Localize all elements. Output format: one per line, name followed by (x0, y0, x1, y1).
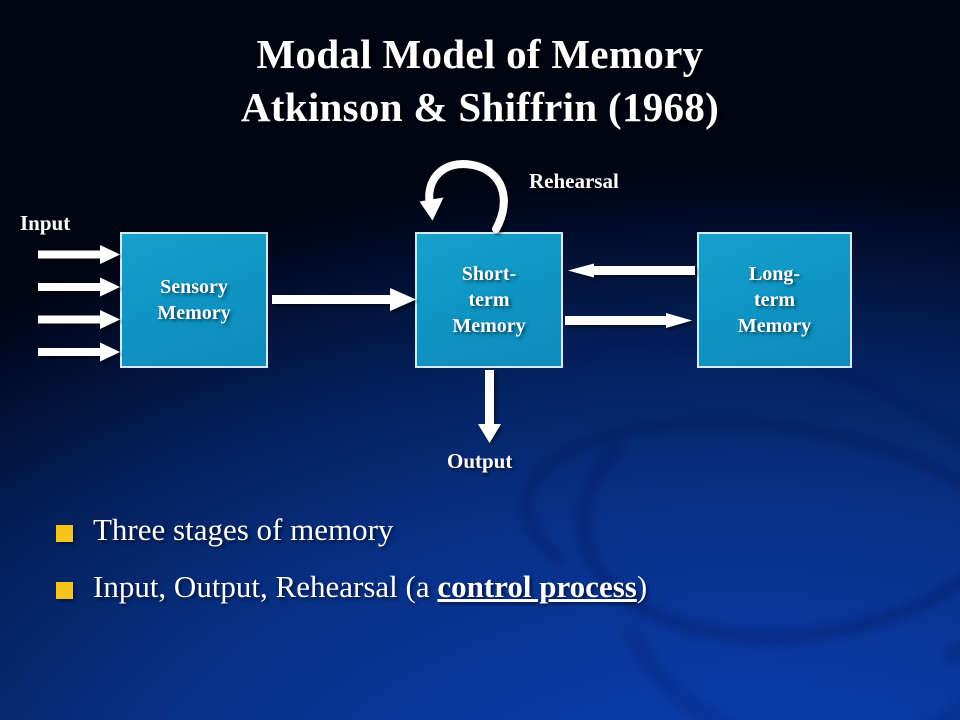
bullet-list: Three stages of memory Input, Output, Re… (56, 512, 936, 625)
bullet-square-icon (56, 581, 73, 599)
bullet-item-1: Three stages of memory (56, 512, 936, 549)
long-term-memory-line-1: Long- (748, 263, 801, 285)
title-line-1: Modal Model of Memory (256, 31, 704, 77)
bullet-item-1-label: Three stages of memory (93, 512, 394, 547)
sensory-memory-line-2: Memory (157, 302, 231, 324)
arrow-short-term-to-long-term (565, 313, 692, 328)
arrow-long-term-to-short-term (568, 263, 695, 278)
bullet-item-2-suffix: ) (636, 568, 648, 604)
bullet-item-2-emphasis: control process (437, 568, 637, 604)
bullet-item-2: Input, Output, Rehearsal (a control proc… (56, 569, 936, 606)
bullet-item-2-text: Input, Output, Rehearsal (a control proc… (93, 569, 647, 606)
input-arrow-3 (38, 310, 120, 329)
label-rehearsal: Rehearsal (529, 169, 619, 193)
input-arrow-1 (38, 245, 120, 264)
diagram-box-sensory-memory[interactable]: Sensory Memory (120, 232, 268, 368)
bullet-item-1-text: Three stages of memory (93, 512, 393, 549)
short-term-memory-label: Short- term Memory (452, 261, 525, 339)
rehearsal-loop-arrow (419, 159, 508, 233)
long-term-memory-label: Long- term Memory (738, 261, 811, 339)
diagram-box-short-term-memory[interactable]: Short- term Memory (415, 232, 563, 368)
sensory-memory-label: Sensory Memory (157, 274, 230, 326)
bullet-square-icon (56, 525, 73, 542)
sensory-memory-line-1: Sensory (160, 276, 228, 298)
bullet-item-2-prefix: Input, Output, Rehearsal (a (93, 568, 438, 604)
arrow-short-term-to-output (478, 370, 501, 443)
label-output: Output (447, 449, 513, 473)
input-arrow-4 (38, 342, 120, 362)
label-input: Input (20, 211, 71, 235)
input-arrow-2 (38, 277, 120, 297)
diagram-box-long-term-memory[interactable]: Long- term Memory (697, 232, 852, 368)
title-line-2: Atkinson & Shiffrin (1968) (240, 84, 720, 131)
long-term-memory-line-3: Memory (737, 315, 812, 337)
arrow-sensory-to-short-term (272, 288, 416, 311)
short-term-memory-line-3: Memory (452, 315, 526, 337)
short-term-memory-line-2: term (468, 289, 510, 311)
slide-title: Modal Model of Memory Atkinson & Shiffri… (0, 28, 960, 135)
long-term-memory-line-2: term (753, 289, 796, 311)
short-term-memory-line-1: Short- (461, 263, 517, 285)
